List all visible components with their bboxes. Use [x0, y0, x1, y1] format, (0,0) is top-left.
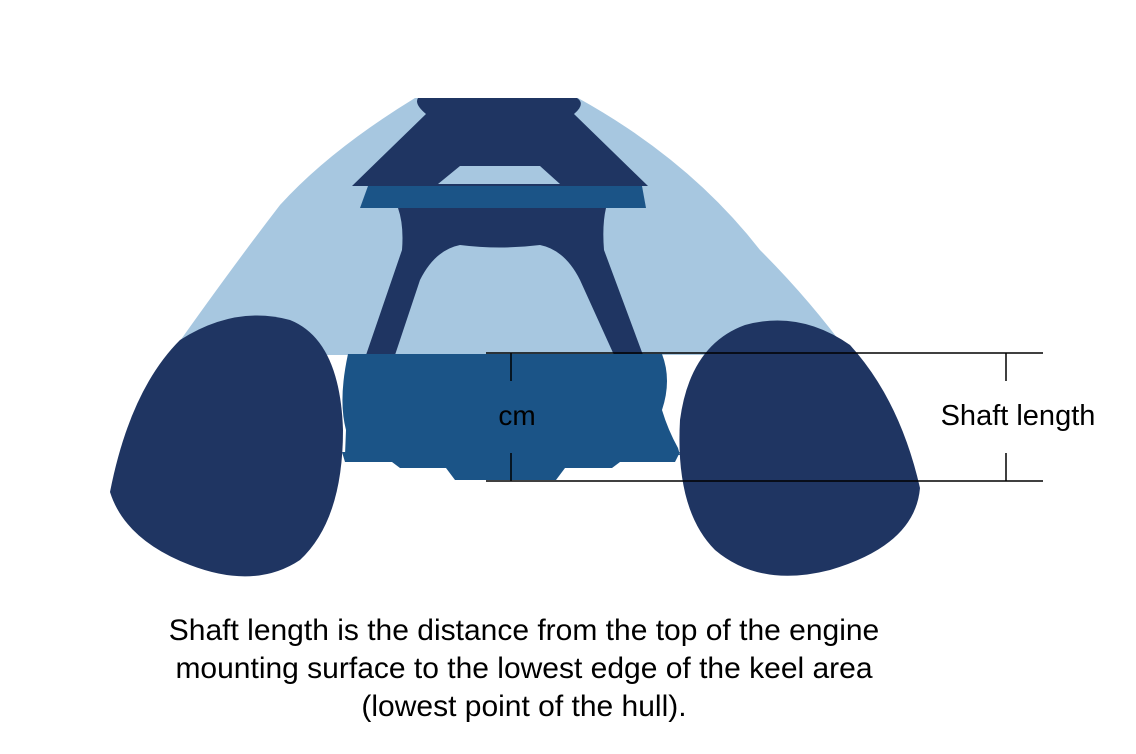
- caption: Shaft length is the distance from the to…: [0, 612, 1048, 726]
- unit-label: cm: [498, 400, 535, 431]
- shaft-length-dimension: [486, 352, 1043, 482]
- console-frame: [366, 208, 643, 355]
- console-window: [438, 166, 560, 184]
- transom-block: [342, 354, 680, 455]
- shaft-length-label: Shaft length: [941, 400, 1096, 432]
- caption-line: Shaft length is the distance from the to…: [168, 614, 880, 647]
- caption-line: mounting surface to the lowest edge of t…: [175, 652, 873, 685]
- left-tube: [110, 315, 343, 577]
- console-top: [352, 98, 648, 186]
- caption-line: (lowest point of the hull).: [361, 690, 687, 723]
- console-deck: [360, 186, 646, 208]
- right-tube: [679, 320, 920, 576]
